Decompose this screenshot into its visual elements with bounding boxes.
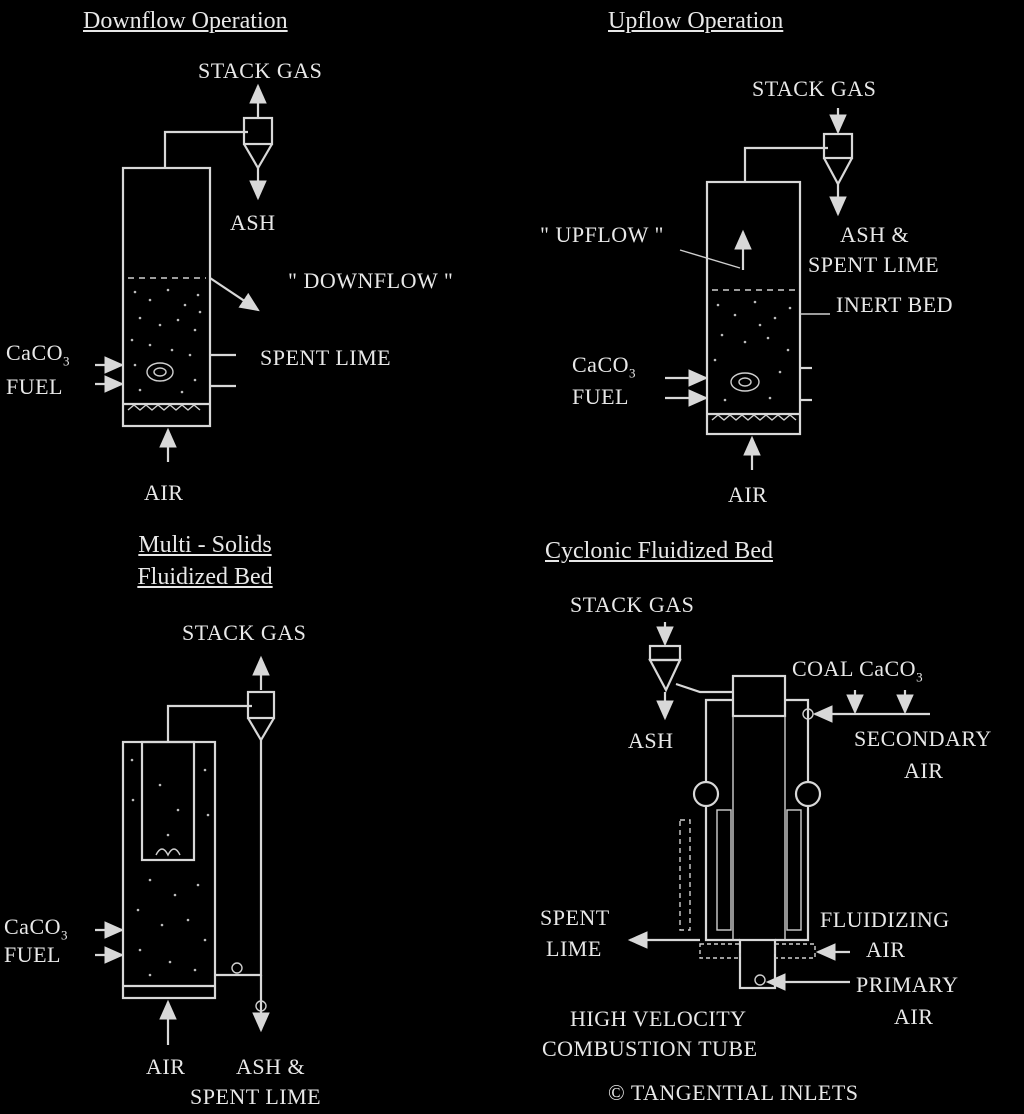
cyclonic-hv-line1: HIGH VELOCITY	[570, 1006, 747, 1031]
upflow-vessel	[705, 180, 802, 436]
multisolids-ash-line1: ASH &	[236, 1054, 306, 1079]
multisolids-stack-gas-label: STACK GAS	[182, 620, 307, 645]
cyclonic-primary-line2: AIR	[894, 1004, 934, 1029]
upflow-air-label: AIR	[728, 482, 768, 507]
upflow-spent-lime-line2: SPENT LIME	[808, 252, 940, 277]
cyclonic-tangential-inlets-note: © TANGENTIAL INLETS	[608, 1080, 859, 1105]
multisolids-bed-particles	[130, 758, 210, 977]
cyclonic-hv-line2: COMBUSTION TUBE	[542, 1036, 758, 1061]
cyclonic-secondary-line1: SECONDARY	[854, 726, 992, 751]
downflow-stack-gas-label: STACK GAS	[198, 58, 323, 83]
cyclonic-ash-label: ASH	[628, 728, 674, 753]
cyclonic-lime-line2: LIME	[546, 936, 602, 961]
upflow-title: Upflow Operation	[608, 8, 784, 34]
upflow-ash-line1: ASH &	[840, 222, 910, 247]
upflow-bed-particles	[713, 300, 792, 402]
upflow-flow-label: " UPFLOW "	[540, 222, 665, 247]
multisolids-air-label: AIR	[146, 1054, 186, 1079]
cyclonic-coal-caco3-label: COAL CaCO3	[792, 656, 924, 685]
cyclonic-secondary-line2: AIR	[904, 758, 944, 783]
cyclonic-primary-line1: PRIMARY	[856, 972, 959, 997]
downflow-ash-label: ASH	[230, 210, 276, 235]
multisolids-fuel-label: FUEL	[4, 942, 61, 967]
multisolids-title-line1: Multi - Solids	[138, 532, 272, 558]
cyclonic-vessel	[679, 674, 822, 990]
downflow-spent-lime-label: SPENT LIME	[260, 345, 392, 370]
multisolids-caco3-label: CaCO3	[4, 914, 68, 943]
downflow-title: Downflow Operation	[83, 8, 288, 34]
cyclonic-fluidizing-line1: FLUIDIZING	[820, 907, 950, 932]
cyclonic-title: Cyclonic Fluidized Bed	[545, 538, 773, 564]
multisolids-spent-lime-line2: SPENT LIME	[190, 1084, 322, 1109]
upflow-inert-bed-label: INERT BED	[836, 292, 954, 317]
downflow-flow-label: " DOWNFLOW "	[288, 268, 454, 293]
multisolids-vessel	[121, 740, 217, 1000]
downflow-fuel-label: FUEL	[6, 374, 63, 399]
downflow-vessel	[121, 166, 212, 428]
multisolids-title-line2: Fluidized Bed	[137, 564, 273, 590]
cyclonic-stack-gas-label: STACK GAS	[570, 592, 695, 617]
cyclonic-spent-line1: SPENT	[540, 905, 610, 930]
downflow-air-label: AIR	[144, 480, 184, 505]
upflow-stack-gas-label: STACK GAS	[752, 76, 877, 101]
downflow-caco3-label: CaCO3	[6, 340, 70, 369]
cyclonic-fluidizing-line2: AIR	[866, 937, 906, 962]
upflow-caco3-label: CaCO3	[572, 352, 636, 381]
downflow-bed-particles	[130, 288, 202, 394]
upflow-fuel-label: FUEL	[572, 384, 629, 409]
